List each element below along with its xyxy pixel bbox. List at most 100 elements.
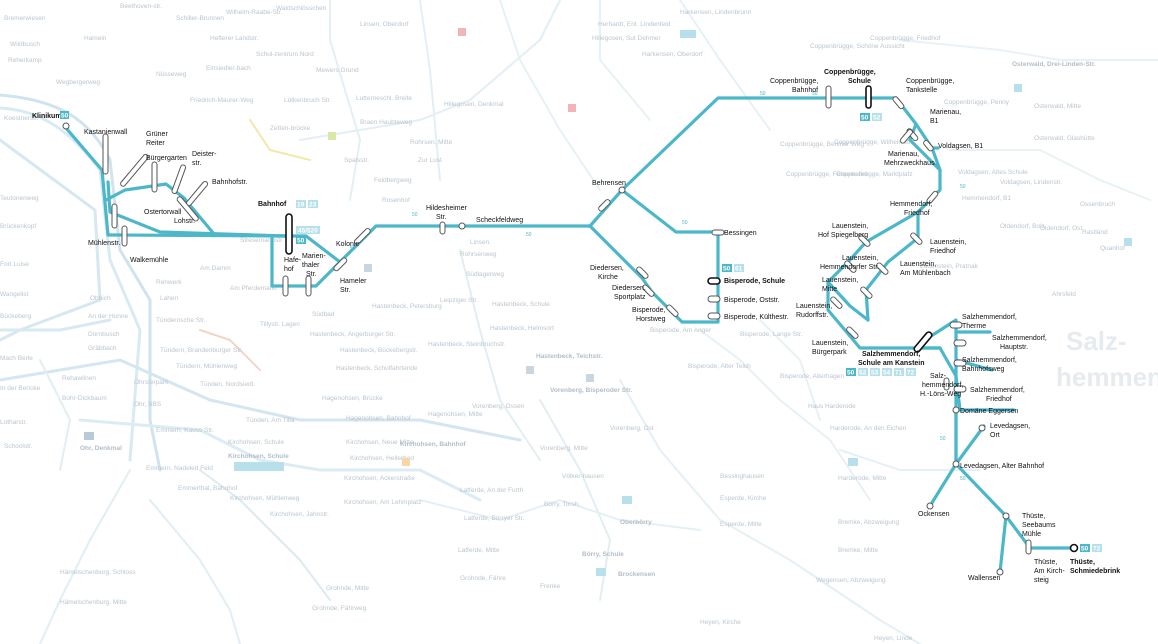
badge-text: 53 (871, 370, 879, 377)
stop-label: Bisperode, Oststr. (724, 297, 780, 304)
svg-text:Coppenbrügge,: Coppenbrügge, (906, 78, 954, 85)
svg-text:Esperde, Kirche: Esperde, Kirche (720, 495, 767, 502)
svg-text:Koestnerstr.: Koestnerstr. (4, 115, 39, 122)
stop-label: Ostertorwall (144, 209, 182, 216)
svg-text:hemmendorf,: hemmendorf, (922, 382, 963, 389)
svg-text:Lauenstein,: Lauenstein, (822, 277, 858, 284)
svg-text:Hemmendorfer Str.: Hemmendorfer Str. (820, 264, 879, 271)
svg-text:Schiller-Brunnen: Schiller-Brunnen (176, 15, 224, 22)
svg-text:Kirchohsen, Ackerstraße: Kirchohsen, Ackerstraße (344, 475, 415, 482)
svg-text:Ossenbruch: Ossenbruch (1080, 201, 1115, 208)
svg-text:Thüste,: Thüste, (1022, 513, 1045, 520)
svg-text:Salzhemmendorf,: Salzhemmendorf, (962, 314, 1017, 321)
svg-text:Latferde, Börryer Str.: Latferde, Börryer Str. (464, 515, 525, 522)
svg-text:Osterwald, Glashütte: Osterwald, Glashütte (1034, 135, 1095, 142)
svg-text:Bremke, Mitte: Bremke, Mitte (838, 547, 878, 554)
svg-text:Hillegosen, Sut Dehmer: Hillegosen, Sut Dehmer (592, 35, 661, 42)
segment-label: 50 (812, 91, 818, 97)
badge-text: 50 (723, 266, 731, 273)
segment-label: 50 (760, 91, 766, 97)
svg-text:Hof Spiegelberg: Hof Spiegelberg (818, 232, 868, 239)
stop-label: Scheckfeldweg (476, 217, 523, 224)
svg-text:Bisperode, Aiterhagen: Bisperode, Aiterhagen (780, 373, 844, 380)
svg-text:Rastland: Rastland (1082, 229, 1108, 236)
stop-labels: Klinikum Kastanienwall Grüner Reiter Bür… (32, 69, 1120, 584)
badge-text: 50 (861, 115, 869, 122)
svg-text:Ahrsfeld: Ahrsfeld (1052, 291, 1076, 298)
svg-text:Schule: Schule (848, 78, 871, 85)
svg-text:Lauenstein, Pratnak: Lauenstein, Pratnak (920, 263, 979, 270)
svg-text:Grüner: Grüner (146, 131, 168, 138)
svg-text:B1: B1 (930, 118, 939, 125)
svg-text:Tillystr. Lagen: Tillystr. Lagen (260, 321, 300, 328)
badge-text: 45/520 (298, 228, 318, 235)
stop-label: Bessingen (724, 230, 757, 237)
svg-text:Ohr, BBS: Ohr, BBS (134, 401, 162, 408)
svg-text:Harderode, Mitte: Harderode, Mitte (838, 475, 887, 482)
svg-text:Salzhemmendorf,: Salzhemmendorf, (962, 357, 1017, 364)
svg-text:Salz-: Salz- (930, 373, 947, 380)
svg-text:Tündern, Mühlenweg: Tündern, Mühlenweg (176, 363, 237, 370)
svg-text:Grohnde, Fähre: Grohnde, Fähre (460, 575, 506, 582)
svg-text:Rudorffstr.: Rudorffstr. (796, 312, 828, 319)
svg-text:Oldendorf, Ost: Oldendorf, Ost (1040, 225, 1082, 232)
svg-text:Dornbusch: Dornbusch (88, 331, 120, 338)
svg-text:Hauptstr.: Hauptstr. (1000, 344, 1028, 351)
svg-text:Bremerwiesen: Bremerwiesen (4, 15, 46, 22)
stop-label: Voldagsen, B1 (938, 143, 983, 150)
svg-text:Coppenbrügge,: Coppenbrügge, (824, 69, 876, 76)
svg-text:Emmern, Nadeled Feld: Emmern, Nadeled Feld (146, 465, 213, 472)
svg-text:Hameler: Hameler (340, 278, 367, 285)
stop-label: Klinikum (32, 113, 62, 120)
line-badges: 50 19 23 45/520 50 50 61 50 52 50 52 53 … (60, 111, 1102, 553)
svg-text:Hastenbeck, Petersburg: Hastenbeck, Petersburg (372, 303, 442, 310)
badge-text: 50 (61, 113, 69, 120)
svg-text:Reiter: Reiter (146, 140, 165, 147)
svg-text:Thüste,: Thüste, (1070, 559, 1095, 566)
svg-text:Zetten-brücke: Zetten-brücke (270, 125, 310, 132)
stop-markers (62, 85, 1079, 576)
svg-text:Mitte: Mitte (822, 286, 837, 293)
svg-text:Tankstelle: Tankstelle (906, 87, 937, 94)
svg-text:Tünden, Am Tilla: Tünden, Am Tilla (246, 417, 295, 424)
svg-text:Völker-hausen: Völker-hausen (562, 473, 604, 480)
svg-text:Thüste,: Thüste, (1034, 559, 1057, 566)
svg-text:Hagenohsen, Mitte: Hagenohsen, Mitte (428, 411, 483, 418)
svg-text:Hastenbeck, Schulfahrtende: Hastenbeck, Schulfahrtende (336, 365, 418, 372)
svg-text:Vorenberg, Ost: Vorenberg, Ost (610, 425, 654, 432)
region-label-line1: Salz- (1066, 326, 1127, 356)
svg-text:Schul-zentrum Nord: Schul-zentrum Nord (256, 51, 314, 58)
svg-text:Bremke, Abzweigung: Bremke, Abzweigung (838, 519, 899, 526)
svg-text:Linsen.: Linsen. (470, 239, 491, 246)
svg-text:Diedersen,: Diedersen, (612, 285, 646, 292)
svg-text:Marienau,: Marienau, (930, 109, 961, 116)
svg-text:Mehrzweckhaus: Mehrzweckhaus (884, 160, 935, 167)
svg-text:Herhardt, Ent. Lindenfeld: Herhardt, Ent. Lindenfeld (598, 21, 671, 28)
svg-text:Hildesheimer: Hildesheimer (426, 205, 468, 212)
svg-text:Schule am Kanstein: Schule am Kanstein (858, 360, 925, 367)
svg-text:Friedhof: Friedhof (930, 248, 956, 255)
stop-label: Walkemühle (130, 257, 168, 264)
svg-text:Diedersen,: Diedersen, (590, 265, 624, 272)
stop-label: Bisperode, Külthestr. (724, 314, 789, 321)
svg-text:Rosenhof: Rosenhof (382, 197, 410, 204)
svg-text:In der Bericke: In der Bericke (0, 385, 40, 392)
svg-text:Teutonenweg: Teutonenweg (0, 195, 39, 202)
svg-text:Hastenbeck, Steinbruchstr.: Hastenbeck, Steinbruchstr. (428, 341, 506, 348)
svg-text:Vorenberg, Mitte: Vorenberg, Mitte (540, 445, 588, 452)
badge-text: 19 (297, 202, 305, 209)
svg-text:Hemmendorf, B1: Hemmendorf, B1 (962, 195, 1012, 202)
svg-text:Hämelschenburg, Mitte: Hämelschenburg, Mitte (60, 599, 127, 606)
svg-text:Friedhof: Friedhof (904, 210, 930, 217)
segment-label: 50 (960, 184, 966, 190)
svg-text:Coppenbrügge, Friedhof: Coppenbrügge, Friedhof (870, 35, 941, 42)
svg-text:Grohnde, Mitte: Grohnde, Mitte (326, 585, 369, 592)
badge-text: 23 (309, 202, 317, 209)
svg-text:Bohr-Dickbaum: Bohr-Dickbaum (62, 395, 107, 402)
svg-text:An der Hunne: An der Hunne (88, 313, 128, 320)
svg-text:Lauenstein,: Lauenstein, (900, 261, 936, 268)
stop-label: Behrensen (592, 180, 626, 187)
svg-text:Str.: Str. (436, 214, 447, 221)
svg-text:Lauenstein,: Lauenstein, (930, 239, 966, 246)
